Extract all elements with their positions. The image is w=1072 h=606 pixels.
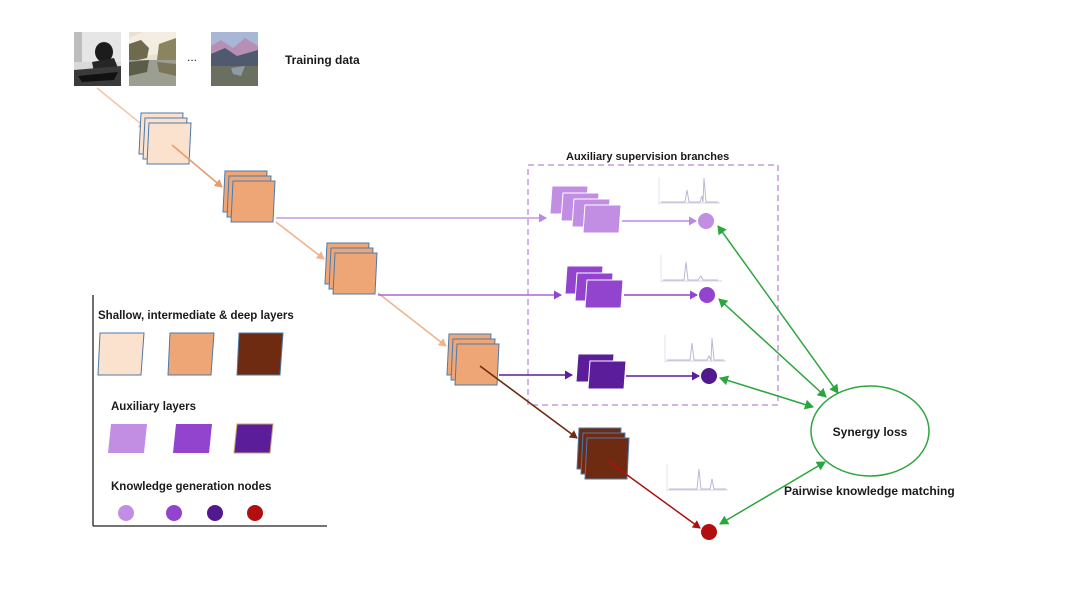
legend-node-mid xyxy=(166,505,182,521)
backbone-arrow-3 xyxy=(377,292,447,347)
legend: Shallow, intermediate & deep layers Auxi… xyxy=(92,295,327,527)
node-arrow-deep xyxy=(607,460,701,529)
knowledge-node-deep xyxy=(701,524,717,540)
image-ellipsis: ... xyxy=(187,50,198,64)
legend-aux-light-swatch xyxy=(108,424,147,453)
legend-shallow-swatch xyxy=(97,332,145,376)
legend-aux-mid-swatch xyxy=(173,424,212,453)
distribution-plot-1 xyxy=(658,177,720,205)
backbone-arrow-4 xyxy=(479,365,578,439)
legend-aux-dark-swatch xyxy=(233,423,274,454)
intermediate-layer-stack-1 xyxy=(222,170,276,223)
matching-arrow-3 xyxy=(719,375,814,410)
shallow-layer-stack xyxy=(138,112,192,165)
knowledge-node-1 xyxy=(698,213,714,229)
training-image-boat xyxy=(74,32,121,86)
legend-node-dark xyxy=(207,505,223,521)
knowledge-node-2 xyxy=(699,287,715,303)
distribution-plot-2 xyxy=(660,255,722,283)
knowledge-node-3 xyxy=(701,368,717,384)
backbone-arrow-1 xyxy=(171,144,223,188)
aux-stack-mid xyxy=(564,265,624,309)
legend-node-light xyxy=(118,505,134,521)
distribution-plot-3 xyxy=(664,335,726,363)
synergy-loss-ellipse xyxy=(810,385,930,477)
legend-node-red xyxy=(247,505,263,521)
legend-intermediate-swatch xyxy=(167,332,215,376)
training-image-lake xyxy=(129,32,176,86)
training-data-label: Training data xyxy=(285,53,360,67)
legend-aux-title: Auxiliary layers xyxy=(111,401,196,413)
intermediate-layer-stack-2 xyxy=(324,242,378,295)
backbone-arrow-2 xyxy=(275,221,325,260)
aux-stack-dark xyxy=(575,353,627,390)
synergy-loss-label: Synergy loss xyxy=(833,425,908,439)
aux-box-title: Auxiliary supervision branches xyxy=(566,151,729,163)
aux-stack-light xyxy=(549,185,622,234)
distribution-plot-4 xyxy=(666,464,728,492)
matching-label: Pairwise knowledge matching xyxy=(784,484,955,498)
intermediate-layer-stack-3 xyxy=(446,333,500,386)
training-image-mountain xyxy=(211,32,258,86)
legend-deep-swatch xyxy=(236,332,284,376)
matching-arrow-deep xyxy=(719,461,826,525)
legend-nodes-title: Knowledge generation nodes xyxy=(111,481,271,493)
legend-layers-title: Shallow, intermediate & deep layers xyxy=(98,310,294,322)
input-arrow xyxy=(96,87,147,129)
